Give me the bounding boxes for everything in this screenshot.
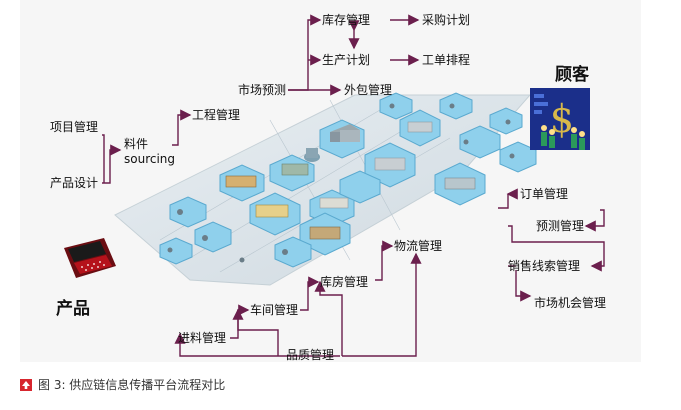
label-incoming-material-management: 进料管理 bbox=[178, 331, 227, 345]
label-inventory-management: 库存管理 bbox=[322, 13, 371, 27]
supply-chain-platform-illustration bbox=[114, 92, 537, 286]
label-forecast-management: 预测管理 bbox=[536, 219, 585, 233]
label-market-forecast: 市场预测 bbox=[238, 83, 287, 97]
label-production-plan: 生产计划 bbox=[322, 53, 371, 67]
label-engineering-management: 工程管理 bbox=[192, 108, 241, 122]
label-project-management: 项目管理 bbox=[50, 120, 99, 134]
label-logistics-management: 物流管理 bbox=[394, 239, 443, 253]
label-warehouse-management: 库房管理 bbox=[320, 275, 369, 289]
label-product-design: 产品设计 bbox=[50, 176, 99, 190]
label-purchase-plan: 采购计划 bbox=[422, 13, 471, 27]
flow-connectors bbox=[102, 14, 605, 357]
caption-arrow-icon bbox=[20, 378, 32, 391]
label-sourcing: sourcing bbox=[124, 152, 176, 166]
label-market-opportunity-management: 市场机会管理 bbox=[534, 296, 607, 310]
title-product: 产品 bbox=[56, 299, 90, 319]
caption-text: 图 3: 供应链信息传播平台流程对比 bbox=[38, 378, 226, 392]
label-sales-lead-management: 销售线索管理 bbox=[508, 259, 581, 273]
title-customer: 顾客 bbox=[555, 65, 589, 85]
label-work-order-scheduling: 工单排程 bbox=[422, 53, 471, 67]
product-phone-graphic bbox=[64, 238, 116, 278]
label-order-management: 订单管理 bbox=[520, 187, 569, 201]
buildings bbox=[225, 121, 476, 240]
customer-graphic: $ bbox=[530, 88, 590, 150]
label-quality-management: 品质管理 bbox=[286, 348, 335, 362]
label-parts: 料件 bbox=[124, 137, 149, 151]
figure-panel: $ bbox=[20, 0, 641, 362]
figure-caption: 图 3: 供应链信息传播平台流程对比 bbox=[20, 376, 225, 393]
label-workshop-management: 车间管理 bbox=[250, 303, 299, 317]
label-outsourcing-management: 外包管理 bbox=[344, 83, 393, 97]
